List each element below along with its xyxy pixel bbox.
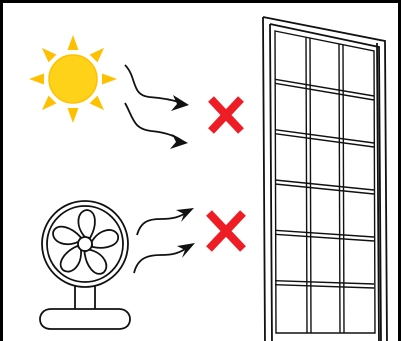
panel-rail: [274, 279, 375, 289]
illustration: [29, 16, 388, 341]
fan-blade: [52, 225, 82, 246]
sun-ray: [29, 73, 44, 85]
fan-guard-inner: [46, 205, 124, 283]
fan-guard-outer: [41, 200, 129, 288]
red-cross-icon: [208, 96, 244, 134]
panel-rail: [274, 78, 375, 101]
fan-blades: [52, 209, 119, 275]
sun-ray: [41, 95, 57, 111]
sun-ray: [89, 47, 105, 63]
fan-blade: [59, 244, 82, 273]
panel-mullion: [305, 37, 312, 334]
panel-rail: [274, 179, 375, 195]
sun-ray: [89, 95, 105, 111]
sun-arrow-lower-head: [170, 134, 188, 149]
fan-base: [39, 308, 131, 330]
panel-rail: [274, 128, 375, 148]
cross-sun-b: [208, 96, 244, 134]
fan-arrow-lower: [133, 247, 188, 274]
sun-arrow-upper: [124, 64, 183, 104]
electric-fan-icon: [39, 200, 131, 330]
sun-ray: [41, 47, 57, 63]
fan-blade: [83, 248, 108, 275]
panel-inner-frame: [269, 23, 382, 341]
fan-arrow-lower-head: [177, 243, 195, 258]
sun-ray: [67, 108, 79, 123]
fan-hub: [77, 236, 93, 252]
panel-grid: [274, 30, 376, 334]
panel-rail: [274, 229, 375, 242]
fan-arrow-upper-head: [176, 208, 194, 222]
window-screen-panel-icon: [262, 16, 388, 341]
fan-neck: [74, 285, 96, 309]
sun-icon: [29, 35, 117, 123]
fan-blade: [90, 229, 119, 249]
fan-blade: [77, 209, 96, 240]
sun-arrows: [124, 64, 189, 149]
fan-arrows: [133, 208, 195, 274]
sun-disc: [48, 54, 98, 104]
panel-mullion: [338, 43, 345, 334]
sun-rays: [29, 35, 117, 123]
panel-outer-frame: [262, 16, 388, 341]
cross-fan-b: [206, 210, 246, 252]
red-cross-icon: [206, 210, 246, 252]
sun-arrow-upper-head: [171, 95, 189, 111]
panel-mesh-border: [274, 30, 376, 334]
sun-ray: [102, 73, 117, 85]
fan-arrow-upper: [136, 212, 187, 236]
panel-edge-shadow: [376, 42, 380, 341]
sun-ray: [67, 35, 79, 50]
